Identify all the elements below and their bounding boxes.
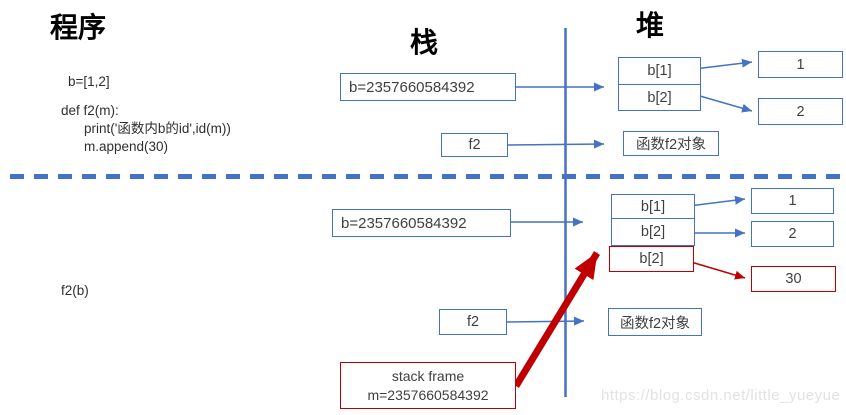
after-heap-value-2: 2	[751, 221, 834, 247]
code-call-label: f2(b)	[61, 283, 89, 298]
before-heap-cell-b1: b[1]	[618, 57, 701, 85]
after-stack-var-box: b=2357660584392	[332, 209, 511, 237]
after-heap-value-1: 1	[751, 188, 834, 214]
arrow-before-f2-to-object	[507, 139, 605, 149]
after-f2-object-box: 函数f2对象	[608, 308, 702, 336]
after-stack-f2-box: f2	[439, 309, 507, 335]
code-line-def: def f2(m):	[61, 103, 119, 118]
stack-frame-m-value: m=2357660584392	[367, 386, 489, 403]
before-heap-value-1: 1	[758, 51, 843, 78]
before-stack-var-box: b=2357660584392	[340, 73, 516, 101]
watermark-url: https://blog.csdn.net/little_yueyue	[601, 387, 841, 404]
after-heap-cell-b1: b[1]	[611, 194, 695, 219]
before-f2-object-box: 函数f2对象	[623, 131, 719, 156]
after-heap-cell-b2: b[2]	[611, 218, 695, 246]
arrow-after-f2-to-object	[506, 316, 585, 326]
program-heading: 程序	[50, 12, 107, 43]
arrow-stackframe-to-b2new	[513, 251, 600, 388]
heap-heading: 堆	[636, 10, 665, 41]
code-line-append: m.append(30)	[84, 139, 169, 154]
stack-frame-box: stack frame m=2357660584392	[340, 362, 516, 409]
stack-heading: 栈	[410, 27, 439, 58]
code-line-print: print('函数内b的id',id(m))	[84, 121, 231, 136]
before-heap-cell-b2: b[2]	[618, 84, 701, 111]
after-heap-cell-b2-new: b[2]	[609, 246, 694, 272]
after-heap-value-30: 30	[751, 266, 836, 292]
before-heap-value-2: 2	[758, 98, 843, 125]
before-stack-f2-box: f2	[441, 133, 508, 157]
code-line-assign: b=[1,2]	[68, 74, 110, 89]
stack-frame-title: stack frame	[391, 367, 465, 384]
